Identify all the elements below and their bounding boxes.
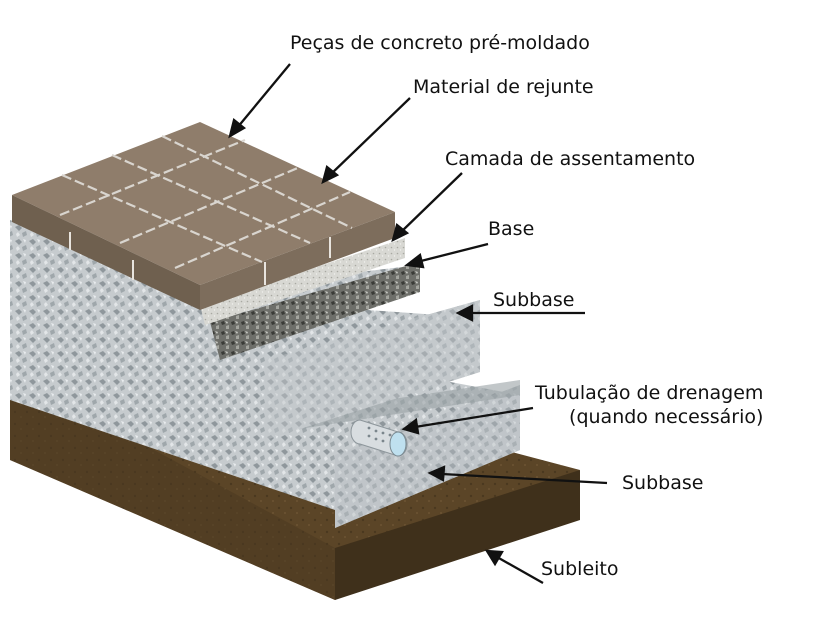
assentamento-layer xyxy=(200,238,405,325)
label-subbase-top: Subbase xyxy=(493,289,575,311)
label-subbase-bottom: Subbase xyxy=(622,472,704,494)
label-tubulacao-drenagem: Tubulação de drenagem (quando necessário… xyxy=(535,381,763,429)
base-layer xyxy=(10,220,420,360)
paver-block xyxy=(12,122,395,310)
label-subleito: Subleito xyxy=(541,558,619,580)
label-pecas-concreto: Peças de concreto pré-moldado xyxy=(290,32,590,54)
label-material-rejunte: Material de rejunte xyxy=(413,76,594,98)
label-tubulacao-line1: Tubulação de drenagem xyxy=(535,382,764,404)
drain-pipe xyxy=(350,419,408,457)
label-tubulacao-line2: (quando necessário) xyxy=(569,406,764,428)
leader-arrows xyxy=(228,63,608,585)
label-camada-assentamento: Camada de assentamento xyxy=(445,148,696,170)
label-base: Base xyxy=(488,218,535,240)
